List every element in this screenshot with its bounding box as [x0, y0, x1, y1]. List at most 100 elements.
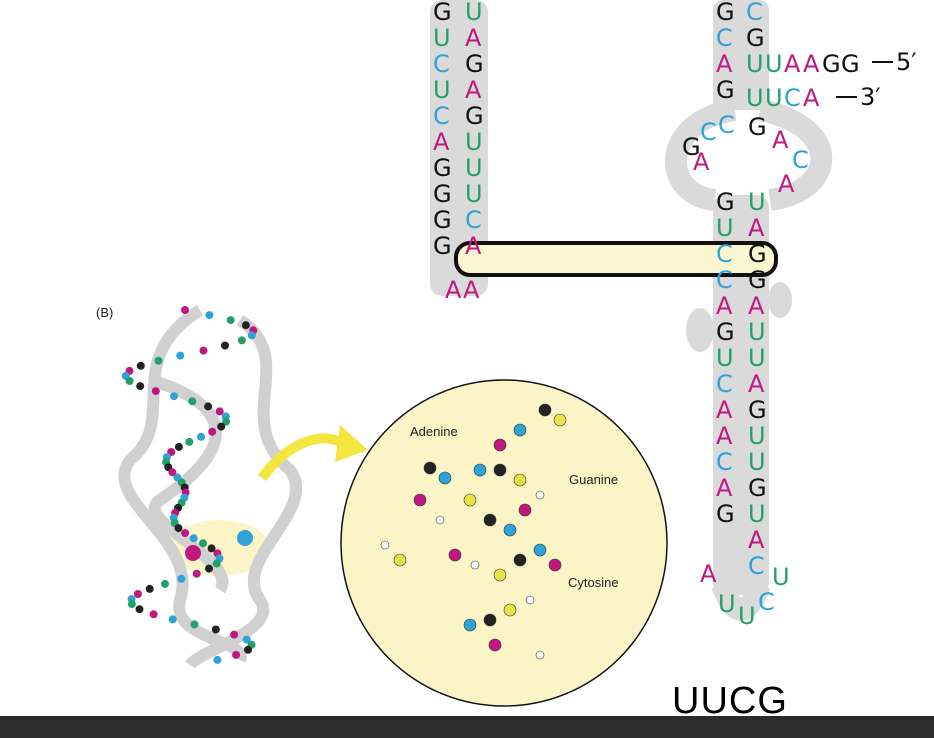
stem-right-base: G	[748, 240, 767, 268]
loop-type-label: UUCG	[672, 680, 788, 722]
right-strand-base: A	[465, 76, 482, 104]
model-nucleotide-dot	[205, 311, 214, 320]
model-nucleotide-dot	[136, 361, 145, 370]
bulge-base: G	[682, 133, 701, 161]
left-loop-base: A	[463, 276, 480, 304]
model-nucleotide-dot	[168, 468, 177, 477]
model-nucleotide-dot	[192, 569, 201, 578]
end-5-base: A	[784, 50, 801, 78]
right-helix-left-base: A	[716, 50, 733, 78]
model-nucleotide-dot	[133, 590, 142, 598]
model-nucleotide-dot	[149, 610, 158, 619]
atom	[535, 650, 545, 660]
model-nucleotide-dot	[199, 346, 208, 355]
atom	[493, 438, 507, 452]
model-nucleotide-dot	[212, 559, 221, 568]
model-nucleotide-dot	[230, 630, 239, 639]
model-nucleotide-dot	[181, 306, 189, 314]
stem-left-base: A	[716, 474, 733, 502]
atom	[493, 568, 507, 582]
right-strand-base: U	[465, 0, 483, 26]
atom	[535, 490, 545, 500]
bulge-base: G	[748, 113, 767, 141]
model-nucleotide-dot	[154, 356, 163, 365]
end-5-label: 5′	[896, 48, 917, 76]
model-nucleotide-dot	[136, 382, 145, 391]
stem-left-base: C	[716, 240, 733, 268]
model-nucleotide-dot	[135, 605, 144, 614]
stem-right-base: U	[748, 448, 766, 476]
stem-left-base: U	[716, 344, 734, 372]
end-5-base: G	[822, 50, 841, 78]
model-nucleotide-dot	[244, 645, 252, 654]
model-nucleotide-dot	[204, 402, 213, 411]
right-strand-base: U	[465, 128, 483, 156]
tetraloop-base: A	[700, 560, 717, 588]
atom	[553, 413, 567, 427]
left-loop-base: A	[445, 276, 462, 304]
stem-left-base: C	[716, 370, 733, 398]
atom	[393, 553, 407, 567]
model-nucleotide-dot	[177, 574, 186, 583]
model-nucleotide-dot	[208, 427, 217, 436]
model-nucleotide-dot	[176, 351, 185, 360]
atom	[493, 463, 507, 477]
strand-end-3: 3′	[836, 83, 881, 111]
end-5-base: A	[803, 50, 820, 78]
left-strand-base: G	[433, 154, 452, 182]
right-strand-base: A	[465, 232, 482, 260]
bulge-base: C	[792, 146, 809, 174]
model-nucleotide-dot	[247, 331, 256, 340]
atom	[438, 471, 452, 485]
model-nucleotide-dot	[222, 417, 231, 426]
right-strand-base: G	[465, 50, 484, 78]
stem-right-base: U	[748, 344, 766, 372]
left-strand-base: A	[433, 128, 450, 156]
stem-right-base: A	[748, 526, 765, 554]
right-helix-left-base: G	[716, 0, 735, 26]
panel-label: (B)	[96, 305, 113, 320]
atom	[483, 613, 497, 627]
left-strand-base: G	[433, 0, 452, 26]
bulge-base: A	[772, 126, 789, 154]
model-nucleotide-dot	[205, 564, 213, 573]
base-triple-zoom: Adenine Guanine Cytosine	[340, 379, 668, 707]
atom	[470, 560, 480, 570]
atom	[503, 523, 517, 537]
end-5-base: G	[841, 50, 860, 78]
stem-right-base: U	[748, 422, 766, 450]
right-helix-right-base: G	[746, 24, 765, 52]
left-strand-base: G	[433, 206, 452, 234]
atom	[463, 618, 477, 632]
bulge-base: A	[693, 148, 710, 176]
stem-right-base: G	[748, 266, 767, 294]
model-nucleotide-dot	[237, 336, 246, 345]
model-nucleotide-dot	[217, 422, 226, 431]
tetraloop-base: U	[772, 563, 790, 591]
stem-right-base: A	[748, 292, 765, 320]
guanine-label: Guanine	[569, 472, 618, 487]
bulge-base: A	[778, 170, 795, 198]
model-nucleotide-dot	[170, 392, 178, 401]
left-strand-base: G	[433, 232, 452, 260]
atom	[513, 473, 527, 487]
stem-right-base: U	[748, 318, 766, 346]
tetraloop-base: C	[758, 588, 775, 616]
atom	[448, 548, 462, 562]
right-helix-left-base: G	[716, 76, 735, 104]
model-nucleotide-dot	[232, 650, 241, 659]
model-nucleotide-dot	[199, 539, 207, 548]
model-nucleotide-dot	[226, 316, 235, 325]
strand-end-5: 5′	[872, 48, 917, 76]
right-strand-base: C	[465, 206, 482, 234]
bulge-base: C	[700, 118, 717, 146]
model-nucleotide-dot	[168, 615, 177, 624]
stem-right-base: U	[748, 188, 766, 216]
right-helix-left-base: C	[716, 24, 733, 52]
tetraloop-base: U	[718, 590, 736, 618]
model-nucleotide-dot	[188, 397, 197, 406]
atom	[548, 558, 562, 572]
model-nucleotide-dot	[211, 625, 220, 634]
atom	[513, 553, 527, 567]
